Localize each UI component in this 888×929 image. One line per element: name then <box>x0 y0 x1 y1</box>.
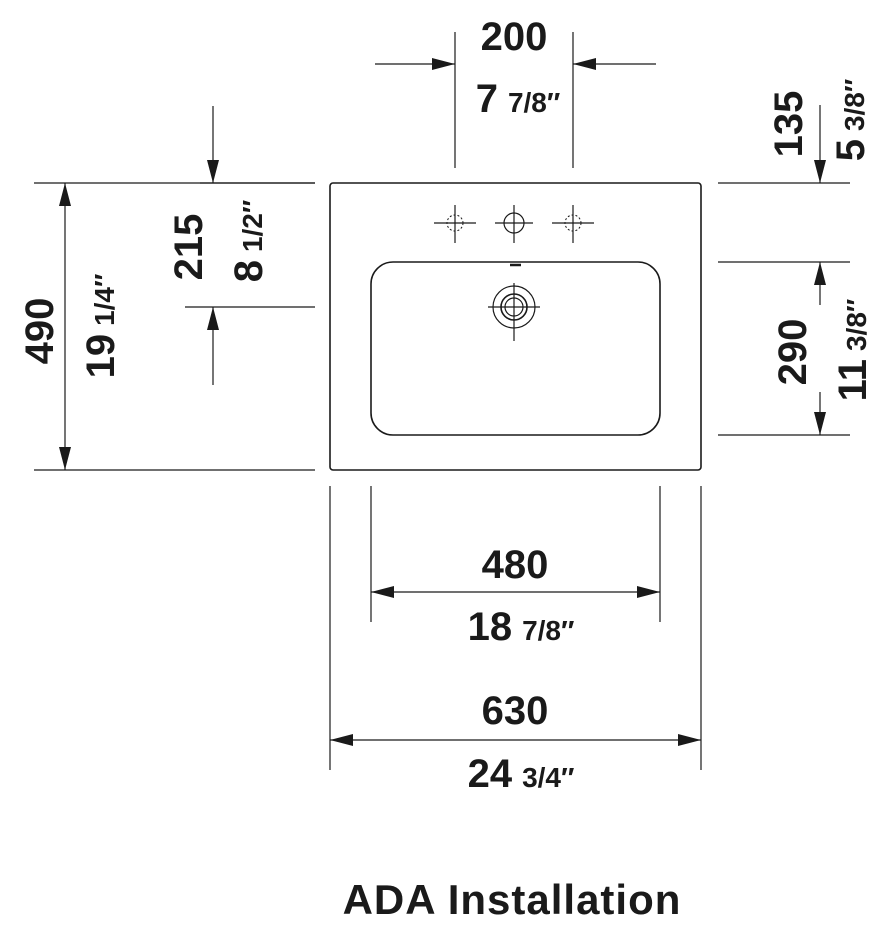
arrowhead <box>59 183 71 206</box>
dimension-label-inch: 7 7/8″ <box>476 77 561 121</box>
dimension-label-inch: 18 7/8″ <box>468 605 575 649</box>
tap-hole-left <box>434 205 476 243</box>
dimension-label-inch: 19 1/4″ <box>79 274 123 379</box>
basin-plan-view <box>329 182 702 471</box>
dimension-total-width: 630 24 3/4″ <box>329 486 702 796</box>
dimension-label-mm: 630 <box>482 689 549 733</box>
basin-outline <box>329 182 702 471</box>
dimension-label-mm: 480 <box>482 543 549 587</box>
dimension-label-mm: 215 <box>167 214 211 281</box>
arrowhead <box>678 734 701 746</box>
dimension-label-mm: 200 <box>481 15 548 59</box>
arrowhead <box>814 160 826 183</box>
arrowhead <box>330 734 353 746</box>
dimension-label-inch: 5 3/8″ <box>829 79 873 162</box>
tap-hole-right <box>552 205 594 243</box>
arrowhead <box>207 160 219 183</box>
drain-hole <box>488 283 540 341</box>
arrowhead <box>59 447 71 470</box>
dimension-bowl-width: 480 18 7/8″ <box>370 486 661 649</box>
dimension-label-mm: 135 <box>767 91 811 158</box>
arrowhead <box>207 307 219 330</box>
tap-hole-center <box>495 205 533 243</box>
dimension-hole-spacing: 200 7 7/8″ <box>375 15 656 168</box>
arrowhead <box>814 412 826 435</box>
dimension-label-inch: 24 3/4″ <box>468 752 575 796</box>
drawing-caption: ADA Installation <box>343 876 682 923</box>
arrowhead <box>637 586 660 598</box>
dimension-drain-from-back: 215 8 1/2″ <box>167 106 315 385</box>
arrowhead <box>432 58 455 70</box>
dimension-label-mm: 490 <box>18 298 62 365</box>
dimension-label-mm: 290 <box>771 319 815 386</box>
arrowhead <box>814 262 826 285</box>
dimension-top-offset: 135 5 3/8″ <box>718 79 873 184</box>
dimension-label-inch: 11 3/8″ <box>831 299 875 402</box>
bowl-outline <box>370 261 661 436</box>
dimension-total-depth: 490 19 1/4″ <box>18 182 315 471</box>
dimension-bowl-depth: 290 11 3/8″ <box>718 261 875 436</box>
dimension-label-inch: 8 1/2″ <box>227 200 271 283</box>
arrowhead <box>573 58 596 70</box>
arrowhead <box>371 586 394 598</box>
